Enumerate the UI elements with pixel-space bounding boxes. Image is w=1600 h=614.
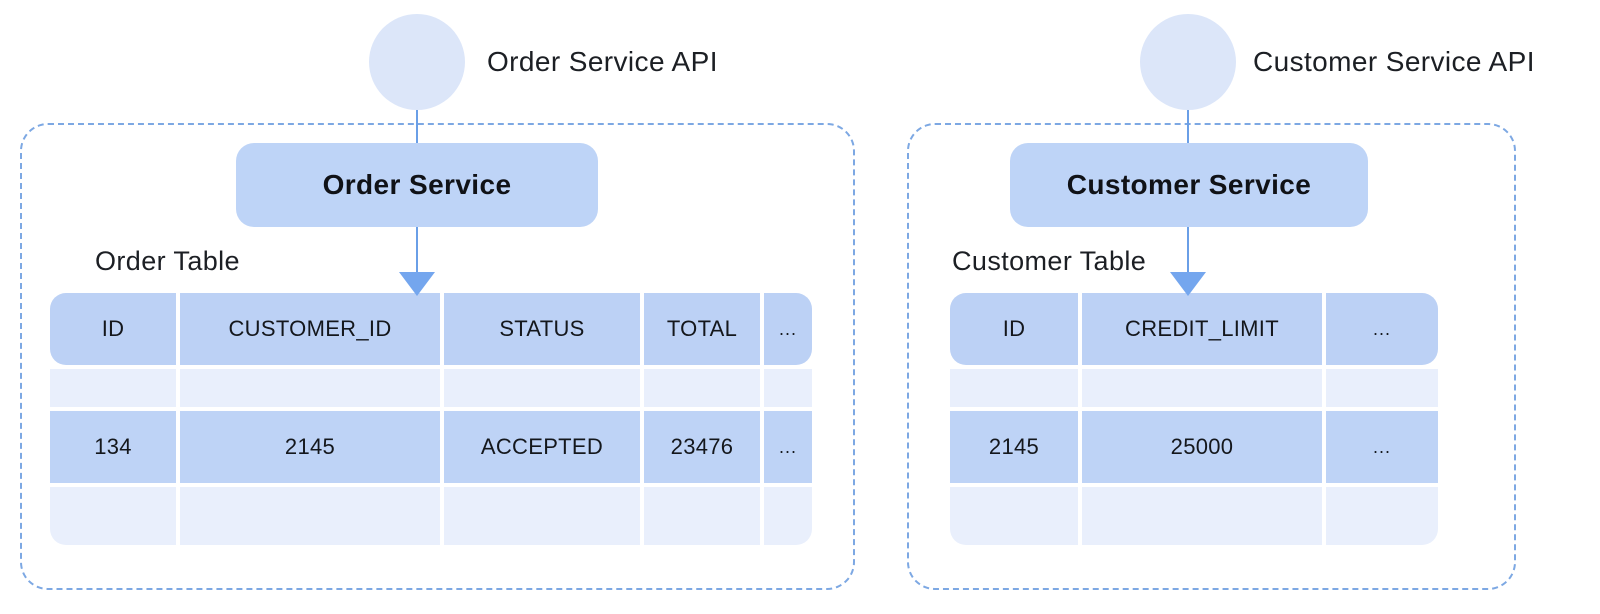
order-service-boundary	[20, 123, 855, 590]
cell	[444, 487, 640, 545]
header-cell: ID	[50, 293, 176, 365]
cell	[644, 487, 760, 545]
cell	[764, 369, 812, 407]
customer-service-boundary	[907, 123, 1516, 590]
order-api-circle-icon	[369, 14, 465, 110]
order-service-box: Order Service	[236, 143, 598, 227]
cell: 2145	[950, 411, 1078, 483]
header-cell: STATUS	[444, 293, 640, 365]
cell: 23476	[644, 411, 760, 483]
customer-table-empty-row	[950, 487, 1438, 545]
cell	[50, 487, 176, 545]
customer-api-circle-icon	[1140, 14, 1236, 110]
cell: 2145	[180, 411, 440, 483]
header-cell: CUSTOMER_ID	[180, 293, 440, 365]
order-arrow-down-icon	[399, 272, 435, 296]
header-cell: CREDIT_LIMIT	[1082, 293, 1322, 365]
customer-service-box: Customer Service	[1010, 143, 1368, 227]
order-service-to-table-line	[416, 227, 418, 275]
order-table-empty-row	[50, 487, 812, 545]
customer-table: ID CREDIT_LIMIT ... 2145 25000 ...	[950, 293, 1438, 545]
order-table-header-row: ID CUSTOMER_ID STATUS TOTAL ...	[50, 293, 812, 365]
order-table: ID CUSTOMER_ID STATUS TOTAL ... 134 2145…	[50, 293, 812, 545]
customer-table-label: Customer Table	[952, 246, 1147, 276]
header-cell: ID	[950, 293, 1078, 365]
order-table-data-row: 134 2145 ACCEPTED 23476 ...	[50, 411, 812, 483]
cell	[950, 487, 1078, 545]
cell	[644, 369, 760, 407]
cell	[950, 369, 1078, 407]
cell	[764, 487, 812, 545]
header-cell-ellipsis: ...	[764, 293, 812, 365]
cell	[1082, 487, 1322, 545]
cell	[1326, 487, 1438, 545]
cell	[1326, 369, 1438, 407]
order-table-empty-row	[50, 369, 812, 407]
customer-table-data-row: 2145 25000 ...	[950, 411, 1438, 483]
cell	[180, 369, 440, 407]
cell	[1082, 369, 1322, 407]
customer-api-label: Customer Service API	[1253, 46, 1535, 77]
cell: 134	[50, 411, 176, 483]
customer-arrow-down-icon	[1170, 272, 1206, 296]
cell	[50, 369, 176, 407]
cell: 25000	[1082, 411, 1322, 483]
customer-table-header-row: ID CREDIT_LIMIT ...	[950, 293, 1438, 365]
header-cell: TOTAL	[644, 293, 760, 365]
cell	[180, 487, 440, 545]
order-table-label: Order Table	[95, 246, 240, 276]
cell	[444, 369, 640, 407]
order-api-label: Order Service API	[487, 46, 718, 77]
customer-api-connector-line	[1187, 110, 1189, 144]
customer-table-empty-row	[950, 369, 1438, 407]
customer-service-to-table-line	[1187, 227, 1189, 275]
cell-ellipsis: ...	[764, 411, 812, 483]
header-cell-ellipsis: ...	[1326, 293, 1438, 365]
order-api-connector-line	[416, 110, 418, 144]
cell-ellipsis: ...	[1326, 411, 1438, 483]
cell: ACCEPTED	[444, 411, 640, 483]
